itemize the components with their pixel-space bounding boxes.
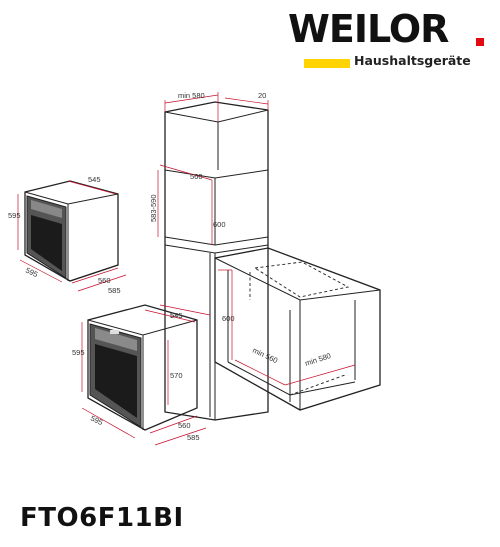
oven-bottom — [87, 304, 198, 431]
base-cabinet — [214, 247, 381, 411]
oven-bottom-width-label: 595 — [89, 414, 104, 427]
cab-base-width-label: min 580 — [304, 351, 332, 368]
cab-upper-height-label: 583-590 — [149, 194, 158, 222]
model-number: FTO6F11BI — [20, 503, 184, 533]
oven-bottom-top-depth-label: 545 — [170, 311, 183, 320]
cab-base-depth-label: min 560 — [251, 346, 279, 365]
oven-top-width-label: 595 — [24, 266, 39, 279]
cab-top-width-label: min 580 — [178, 91, 205, 100]
oven-top — [24, 180, 119, 282]
cab-upper-depth-label: 560 — [190, 172, 203, 181]
oven-bottom-height-label: 595 — [72, 348, 85, 357]
oven-top-height-label: 595 — [8, 211, 21, 220]
oven-bottom-total-depth-label: 585 — [187, 433, 200, 442]
brand-logo-bar — [304, 59, 350, 68]
oven-top-inner-depth-label: 560 — [98, 276, 111, 285]
oven-bottom-dimensions — [81, 309, 207, 446]
cab-lower-depth-label: 545 — [170, 311, 183, 320]
cab-top-gap-label: 20 — [258, 91, 266, 100]
cab-mid-height-label: 600 — [213, 220, 226, 229]
brand-logo: WEILOR Haushaltsgeräte — [288, 6, 493, 74]
oven-top-dimensions — [17, 180, 127, 292]
oven-top-depth-label: 545 — [88, 175, 101, 184]
cab-base-height-label: 600 — [222, 314, 235, 323]
oven-top-total-depth-label: 585 — [108, 286, 121, 295]
brand-subtitle: Haushaltsgeräte — [354, 53, 471, 68]
brand-name: WEILOR — [288, 7, 449, 51]
oven-bottom-inner-depth-label: 560 — [178, 421, 191, 430]
brand-logo-dot — [476, 38, 484, 46]
oven-bottom-inner-height-label: 570 — [170, 371, 183, 380]
cabinet-dimensions — [157, 92, 356, 386]
